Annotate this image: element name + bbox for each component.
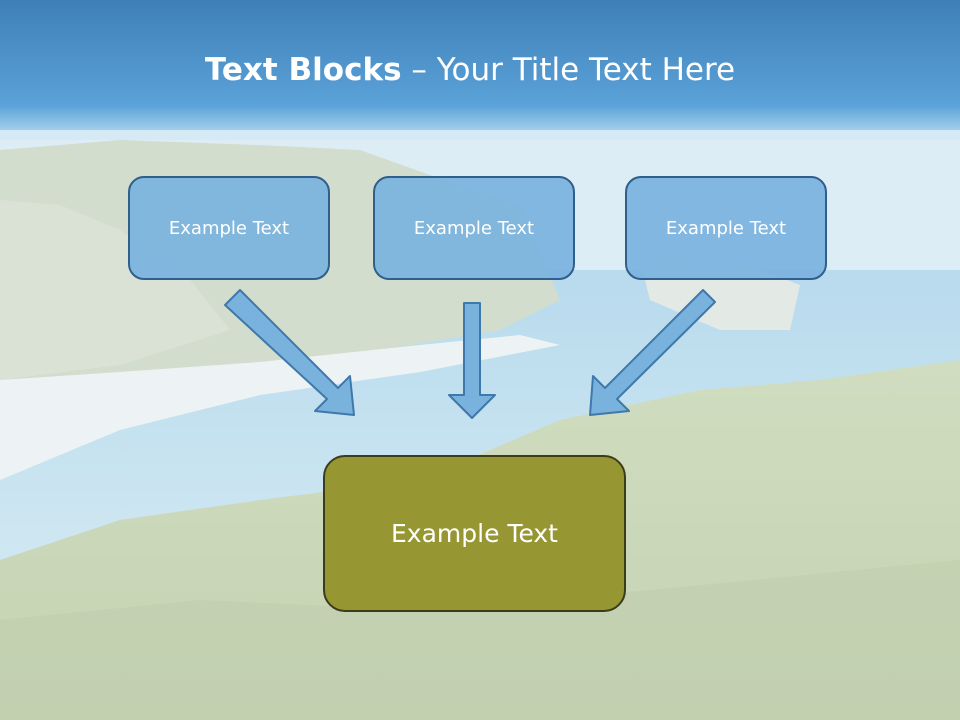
text-block-2[interactable]: Example Text [373,176,575,280]
arrow-down-right-icon [224,289,355,416]
arrow-down-icon [448,302,496,419]
title-rest: Your Title Text Here [436,52,736,88]
target-text-block-label: Example Text [391,519,558,548]
text-block-2-label: Example Text [413,217,535,239]
text-block-1-label: Example Text [168,217,290,239]
title-bold: Text Blocks [204,52,402,88]
target-text-block[interactable]: Example Text [323,455,626,612]
text-block-1[interactable]: Example Text [128,176,330,280]
arrow-down-left-icon [589,289,716,416]
title-dash: – [411,52,427,88]
text-block-3-label: Example Text [665,217,787,239]
text-block-3[interactable]: Example Text [625,176,827,280]
slide-title: Text Blocks – Your Title Text Here [0,52,940,88]
